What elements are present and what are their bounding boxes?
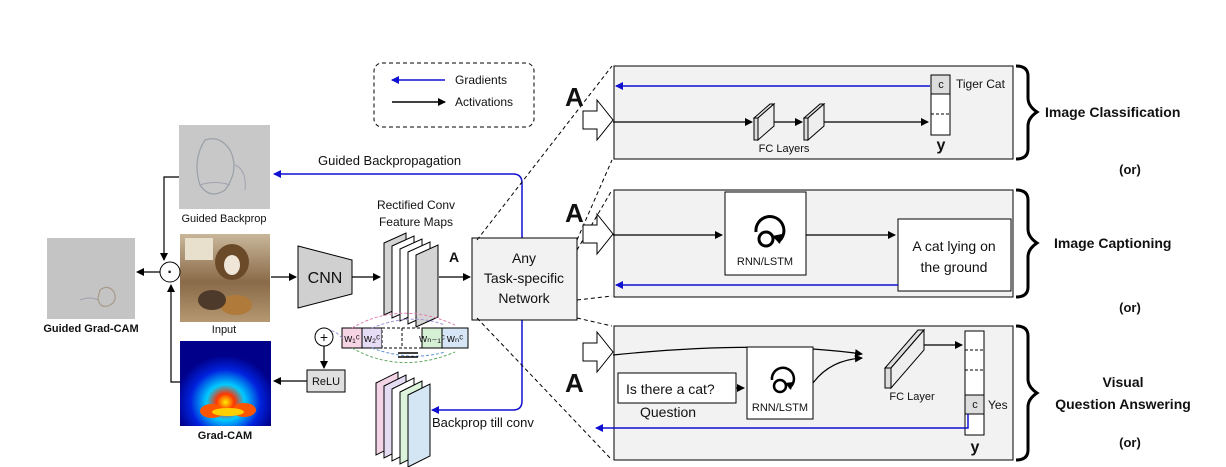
weight-w1: w₁ᶜ	[343, 333, 360, 345]
guided-backprop-to-multiply	[160, 176, 179, 261]
captioning-loop-icon	[754, 215, 786, 248]
caption-line2: the ground	[921, 259, 988, 275]
question-box	[617, 372, 737, 404]
vqa-rnn-to-fc	[812, 354, 863, 384]
network-line1: Any	[512, 250, 536, 266]
backprop-till-conv-label: Backprop till conv	[432, 415, 534, 430]
weight-w2: w₂ᶜ	[363, 333, 380, 345]
gradcam-heatmap	[180, 341, 271, 426]
guided-backprop-arrow-label: Guided Backpropagation	[318, 153, 461, 168]
vqa-c: c	[972, 399, 978, 411]
gradcam-to-multiply	[167, 284, 180, 383]
vqa-rnn-label: RNN/LSTM	[752, 402, 808, 414]
weight-vector	[341, 327, 469, 349]
weight-connections	[324, 312, 456, 364]
weight-wn: wₙᶜ	[446, 333, 463, 345]
multiply-symbol: ·	[167, 264, 172, 281]
question-label: Question	[640, 404, 696, 420]
cnn-label: CNN	[308, 270, 343, 287]
classification-or: (or)	[1119, 162, 1141, 177]
vqa-answer: Yes	[988, 398, 1008, 412]
guided-backprop-image	[179, 125, 270, 209]
classification-c: c	[938, 79, 944, 91]
guided-gradcam-image	[47, 238, 135, 319]
classification-A: A	[565, 82, 584, 112]
classification-output-vector	[930, 74, 951, 136]
captioning-rnn-label: RNN/LSTM	[737, 256, 793, 268]
input-label: Input	[212, 324, 236, 336]
vqa-fc-label: FC Layer	[889, 391, 935, 403]
tiger-cat-label: Tiger Cat	[956, 77, 1006, 91]
vqa-loop-icon	[770, 366, 796, 394]
vqa-gradient-arrow	[595, 414, 969, 432]
captioning-task-label: Image Captioning	[1054, 235, 1171, 251]
captioning-or: (or)	[1119, 300, 1141, 315]
vqa-brace	[1015, 324, 1040, 462]
vqa-input-arrow	[582, 330, 614, 374]
cnn-block	[297, 245, 353, 309]
classification-y: y	[937, 137, 946, 154]
captioning-brace	[1015, 188, 1040, 299]
classification-brace	[1015, 64, 1040, 161]
network-line3: Network	[498, 290, 550, 306]
feature-maps-label-line1: Rectified Conv	[377, 198, 455, 212]
rectified-conv-feature-maps	[383, 232, 439, 328]
gradcam-label: Grad-CAM	[198, 430, 252, 442]
gradient-feature-maps	[375, 371, 431, 467]
caption-box	[897, 218, 1012, 292]
vqa-panel: A Is there a cat? Question RNN/LSTM FC L…	[565, 325, 1014, 461]
backprop-till-conv-arrow	[431, 320, 523, 414]
legend: Gradients Activations	[373, 62, 535, 128]
guided-backprop-label: Guided Backprop	[182, 213, 267, 225]
captioning-A: A	[565, 198, 584, 228]
input-image	[180, 234, 270, 322]
legend-gradients-label: Gradients	[455, 73, 507, 87]
classification-task-label: Image Classification	[1045, 104, 1180, 120]
vqa-fc-layer	[883, 328, 926, 390]
vqa-y: y	[971, 439, 980, 456]
fc-layers-label: FC Layers	[759, 143, 810, 155]
vqa-output-vector	[964, 330, 985, 436]
captioning-input-arrow	[582, 212, 614, 256]
legend-box	[373, 62, 535, 128]
vqa-A: A	[565, 368, 584, 398]
caption-line1: A cat lying on	[912, 238, 995, 254]
fc-layers	[752, 102, 826, 142]
vqa-task-label-line1: Visual	[1103, 374, 1144, 390]
weight-wn-1: wₙ₋₁ᶜ	[418, 333, 445, 345]
guided-gradcam-label: Guided Grad-CAM	[43, 323, 138, 335]
captioning-panel: A RNN/LSTM A cat lying on the ground	[565, 189, 1014, 298]
question-text: Is there a cat?	[626, 381, 715, 397]
A-label-left: A	[449, 249, 459, 265]
guided-backprop-arrow	[273, 170, 523, 238]
classification-input-arrow	[582, 98, 614, 142]
legend-activations-label: Activations	[455, 95, 513, 109]
task-network-box	[471, 237, 578, 321]
feature-maps-label-line2: Feature Maps	[379, 215, 453, 229]
network-line2: Task-specific	[484, 270, 564, 286]
vqa-task-label-line2: Question Answering	[1055, 396, 1191, 412]
relu-label: ReLU	[312, 376, 340, 388]
vqa-or: (or)	[1119, 435, 1141, 450]
sum-symbol: +	[320, 329, 328, 345]
classification-panel: A FC Layers c Tiger Cat y	[565, 65, 1014, 160]
